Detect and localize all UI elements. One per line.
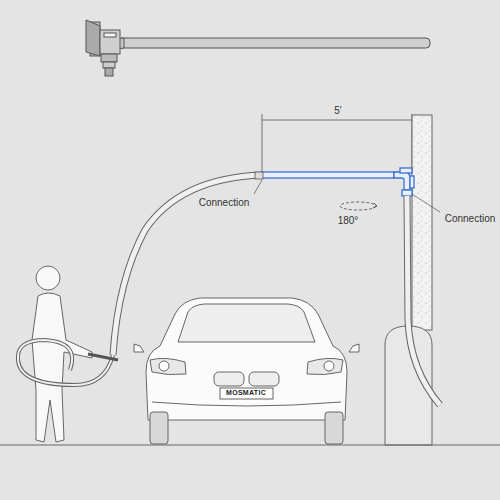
concrete-wall [412, 115, 432, 330]
hose [407, 196, 440, 405]
hose [407, 196, 440, 405]
rotation-angle: 180° [338, 215, 359, 226]
hose-fitting [255, 172, 263, 179]
boom-arm [262, 168, 414, 196]
plate-text: MOSMATIC [226, 389, 266, 397]
person [32, 266, 92, 442]
connection-label: Connection [199, 197, 250, 208]
boom-inset [86, 20, 430, 76]
dimension-line [262, 114, 412, 176]
spray-gun [88, 354, 118, 360]
ground-line [0, 445, 500, 446]
dimension-text: 5' [334, 105, 341, 116]
leader-line [254, 180, 262, 194]
car [134, 298, 359, 444]
hose [18, 340, 113, 385]
rotation-arrow [340, 202, 377, 210]
leader-line [412, 194, 440, 212]
hose [18, 340, 113, 385]
connection-label: Connection [445, 213, 496, 224]
